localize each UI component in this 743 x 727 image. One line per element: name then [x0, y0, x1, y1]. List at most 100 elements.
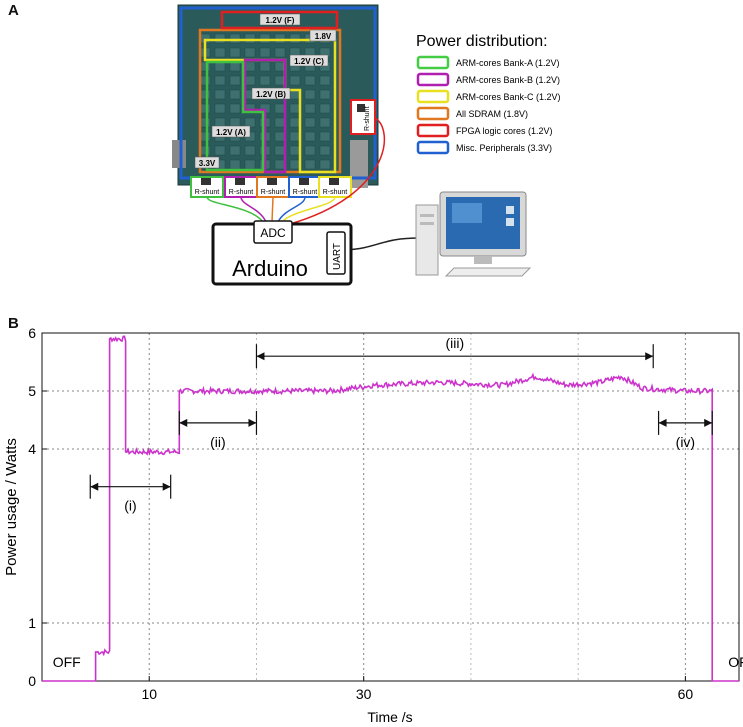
- annotation-label: (i): [124, 498, 136, 514]
- pcb-chip: [244, 145, 256, 156]
- pcb-chip: [289, 33, 301, 44]
- pcb-chip: [214, 47, 226, 58]
- svg-text:1.8V: 1.8V: [315, 32, 332, 41]
- pcb-chip: [229, 75, 241, 86]
- y-tick-label: 5: [28, 383, 36, 399]
- pcb-chip: [244, 61, 256, 72]
- pcb-chip: [244, 47, 256, 58]
- svg-text:1.2V (A): 1.2V (A): [216, 128, 246, 137]
- pcb-chip: [244, 33, 256, 44]
- legend-title: Power distribution:: [416, 33, 548, 50]
- panel-b-label: B: [8, 315, 19, 332]
- pcb-chip: [319, 75, 331, 86]
- annotation-label: (ii): [210, 434, 226, 450]
- annotation-label: (iv): [676, 434, 695, 450]
- x-tick-label: 30: [356, 686, 372, 702]
- legend-swatch: [416, 140, 450, 155]
- pcb-chip: [274, 61, 286, 72]
- pcb-chip: [289, 159, 301, 170]
- pcb-chip: [274, 47, 286, 58]
- annotation-arrowhead: [645, 352, 654, 361]
- board-diagram: 1.2V (F) 1.8V 1.2V (C) 1.2V (B) 1.2V (A)…: [172, 4, 532, 286]
- panel-a-label: A: [8, 2, 19, 19]
- svg-text:1.2V (C): 1.2V (C): [294, 57, 324, 66]
- legend-item-label: Misc. Peripherals (3.3V): [456, 143, 552, 153]
- annotation-arrowhead: [704, 418, 713, 427]
- shunt-bank-b: R-shunt: [224, 176, 258, 198]
- ethernet-connector: [172, 140, 186, 168]
- region-label-33v: 3.3V: [194, 156, 220, 169]
- svg-text:1.2V (F): 1.2V (F): [266, 16, 295, 25]
- svg-text:R-shunt: R-shunt: [195, 189, 220, 196]
- region-outline-bank-c: [203, 38, 337, 174]
- legend-item-label: ARM-cores Bank-B (1.2V): [456, 75, 560, 85]
- legend-swatch: [416, 72, 450, 87]
- pcb-chip: [289, 89, 301, 100]
- pcb-chip: [199, 145, 211, 156]
- region-outline-bank-b: [243, 58, 287, 174]
- pcb-chip: [259, 33, 271, 44]
- pcb-chip: [229, 47, 241, 58]
- pcb-chip: [289, 103, 301, 114]
- shunt-bank-a: R-shunt: [190, 176, 224, 198]
- pcb-chip: [229, 103, 241, 114]
- pcb-chip: [289, 75, 301, 86]
- pcb-chip: [319, 145, 331, 156]
- svg-text:R-shunt: R-shunt: [323, 189, 348, 196]
- pcb-chip: [259, 47, 271, 58]
- pcb-chip: [319, 117, 331, 128]
- pcb-chip: [214, 33, 226, 44]
- pcb-chip: [199, 117, 211, 128]
- y-tick-label: 1: [28, 615, 36, 631]
- pcb-chip: [304, 159, 316, 170]
- pcb-chip: [304, 103, 316, 114]
- annotation-arrowhead: [658, 418, 667, 427]
- pcb-chip: [304, 131, 316, 142]
- svg-text:R-shunt: R-shunt: [229, 189, 254, 196]
- pcb-chip: [214, 61, 226, 72]
- pcb-chip: [214, 117, 226, 128]
- pcb-chip: [274, 117, 286, 128]
- pcb-chip: [229, 117, 241, 128]
- pcb-chip: [229, 33, 241, 44]
- state-label: OFF: [53, 654, 81, 670]
- pcb-chip: [244, 75, 256, 86]
- region-outline-bank-a: [205, 60, 265, 172]
- annotation: (iii): [255, 335, 654, 369]
- pcb-chip: [199, 103, 211, 114]
- pcb-chip: [289, 117, 301, 128]
- legend-swatch: [416, 89, 450, 104]
- annotation: (ii): [178, 410, 258, 450]
- x-tick-label: 60: [678, 686, 694, 702]
- uart-box: UART: [326, 231, 346, 275]
- pcb-chip: [274, 75, 286, 86]
- pcb-chip: [229, 145, 241, 156]
- y-tick-label: 0: [28, 673, 36, 689]
- side-header: [350, 140, 368, 188]
- pcb-chip: [304, 75, 316, 86]
- legend-swatch: [416, 55, 450, 70]
- pcb-chip: [214, 89, 226, 100]
- annotation-arrowhead: [90, 482, 99, 491]
- legend-item-label: ARM-cores Bank-A (1.2V): [456, 58, 560, 68]
- chart-frame: [41, 332, 740, 682]
- annotation: (iv): [657, 410, 713, 450]
- chart-state-labels: OFFOFF: [53, 654, 743, 670]
- legend-item-label: ARM-cores Bank-C (1.2V): [456, 92, 561, 102]
- pcb-chip: [259, 61, 271, 72]
- pcb-chip: [304, 89, 316, 100]
- pcb-chip: [274, 33, 286, 44]
- pcb-chip: [304, 117, 316, 128]
- chart-annotations: (i) (ii) (iii) (iv): [89, 335, 713, 514]
- power-legend: Power distribution: ARM-cores Bank-A (1.…: [416, 33, 561, 155]
- region-label-b: 1.2V (B): [251, 87, 291, 100]
- svg-text:1.2V (B): 1.2V (B): [256, 90, 286, 99]
- computer-icon: [415, 191, 532, 277]
- pcb-chip: [274, 131, 286, 142]
- arduino-label: Arduino: [232, 256, 308, 281]
- pcb-chip: [214, 145, 226, 156]
- svg-text:UART: UART: [332, 243, 343, 270]
- y-tick-label: 6: [28, 325, 36, 341]
